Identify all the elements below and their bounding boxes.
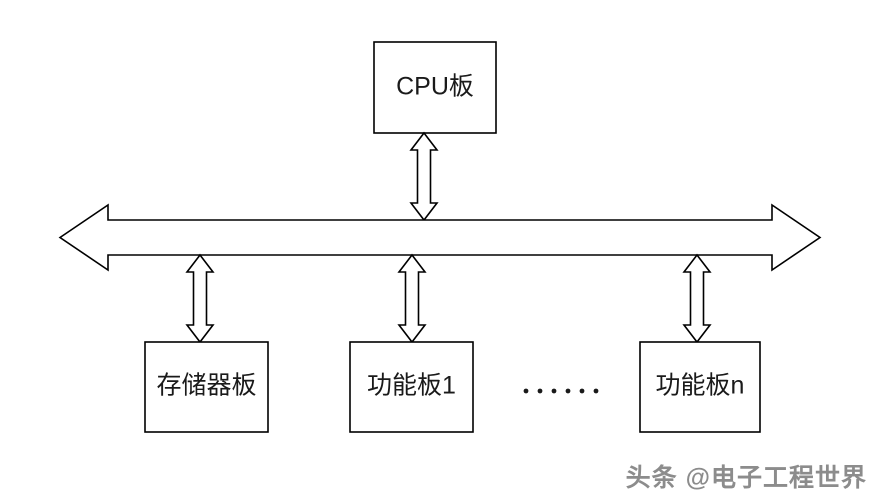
node-memory-box [144,341,269,433]
node-func1-label: 功能板1 [367,372,456,400]
double-arrow-icon [397,253,427,344]
bus-double-arrow-icon [58,203,822,272]
node-funcn[interactable]: 功能板n [639,341,761,433]
system-bus[interactable] [58,203,822,272]
ellipsis-dot [579,388,585,394]
node-func1-box [349,341,474,433]
node-funcn-label: 功能板n [656,372,745,400]
ellipsis-dot [565,388,571,394]
ellipsis-dot [523,388,529,394]
connector-bus-to-memory [185,253,215,344]
node-cpu-label: CPU板 [396,73,474,101]
double-arrow-icon [185,253,215,344]
connector-bus-to-funcn [682,253,712,344]
node-func1[interactable]: 功能板1 [349,341,474,433]
node-funcn-box [639,341,761,433]
ellipsis-indicator [523,388,599,394]
ellipsis-dot [593,388,599,394]
connector-cpu-to-bus [409,131,439,222]
ellipsis-dot [537,388,543,394]
node-cpu[interactable]: CPU板 [373,41,497,134]
node-cpu-box [373,41,497,134]
double-arrow-icon [409,131,439,222]
connector-bus-to-func1 [397,253,427,344]
double-arrow-icon [682,253,712,344]
watermark-text: 头条 @电子工程世界 [625,464,867,492]
node-memory[interactable]: 存储器板 [144,341,269,433]
ellipsis-dot [551,388,557,394]
node-memory-label: 存储器板 [156,372,256,400]
